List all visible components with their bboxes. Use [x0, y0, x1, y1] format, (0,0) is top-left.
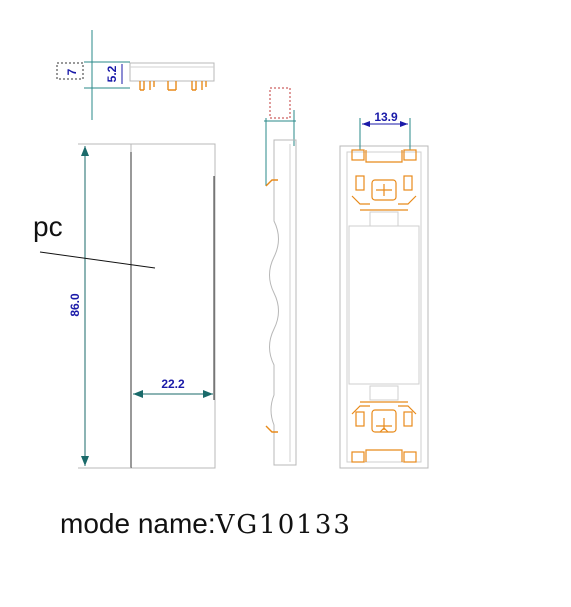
side-view-dashed-box [269, 87, 291, 119]
height-arrow-bottom [81, 456, 89, 466]
dim-top-thickness: 7 [65, 68, 79, 75]
back-view: 13.9 [339, 110, 429, 469]
top-view: 7 5.2 [56, 30, 215, 120]
lower-contact-cluster [351, 401, 417, 463]
dim-height: 86.0 [68, 293, 82, 317]
upper-contact-tab [369, 211, 399, 227]
back-view-inner [346, 151, 422, 463]
caption-prefix: mode name: [60, 508, 216, 539]
caption-model: VG10133 [215, 510, 352, 540]
upper-contact-cluster [351, 149, 417, 211]
top-view-pins [139, 81, 207, 91]
front-view: 86.0 22.2 pc [33, 143, 216, 469]
side-view-hook-bottom [265, 425, 278, 433]
front-view-body [130, 143, 216, 469]
height-arrow-top [81, 146, 89, 156]
side-view [264, 87, 297, 466]
back-view-body [339, 145, 429, 469]
pin-spacing-arrow-left [362, 121, 370, 127]
top-view-body [129, 62, 215, 82]
model-caption: mode name:VG10133 [60, 508, 352, 540]
dim-top-pin: 5.2 [105, 65, 119, 82]
width-arrow-right [203, 390, 213, 398]
pin-spacing-arrow-right [400, 121, 408, 127]
dim-pin-spacing: 13.9 [374, 110, 398, 124]
lower-contact-tab [369, 385, 399, 401]
dim-width: 22.2 [161, 377, 185, 391]
top-view-dashed-box [56, 62, 84, 80]
side-view-hook-top [265, 179, 278, 187]
material-leader [39, 251, 156, 269]
back-view-window [348, 225, 420, 385]
material-label: pc [33, 211, 63, 242]
width-arrow-left [133, 390, 143, 398]
side-view-body [269, 139, 297, 466]
